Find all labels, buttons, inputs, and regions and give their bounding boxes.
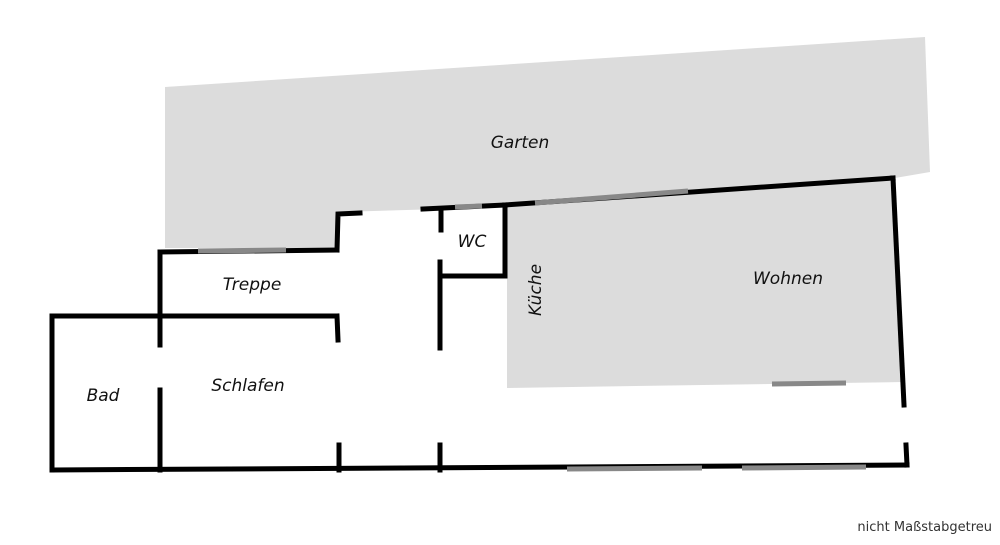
- room-label-wc: WC: [458, 232, 487, 252]
- living-kitchen-area: [507, 178, 903, 388]
- room-label-kueche: Küche: [526, 264, 546, 316]
- room-label-treppe: Treppe: [223, 275, 282, 295]
- room-label-wohnen: Wohnen: [753, 269, 823, 289]
- window-kueche: [534, 188, 689, 206]
- room-label-schlafen: Schlafen: [211, 376, 284, 396]
- windows: [197, 188, 867, 472]
- room-label-bad: Bad: [87, 386, 120, 406]
- garden-area: [165, 37, 930, 248]
- wall-right-lower: [903, 442, 910, 468]
- scale-note: nicht Maßstabgetreu: [857, 520, 992, 535]
- window-bottom-2: [741, 464, 867, 471]
- wall-right: [890, 175, 907, 408]
- wall-schlafen-right-upper: [334, 313, 341, 343]
- window-wc: [454, 203, 483, 210]
- window-bottom-1: [566, 465, 703, 472]
- wall-hall-left-upper: [334, 210, 363, 253]
- window-wohnen-right: [771, 380, 847, 387]
- room-label-garten: Garten: [491, 133, 549, 153]
- window-treppe: [197, 247, 287, 254]
